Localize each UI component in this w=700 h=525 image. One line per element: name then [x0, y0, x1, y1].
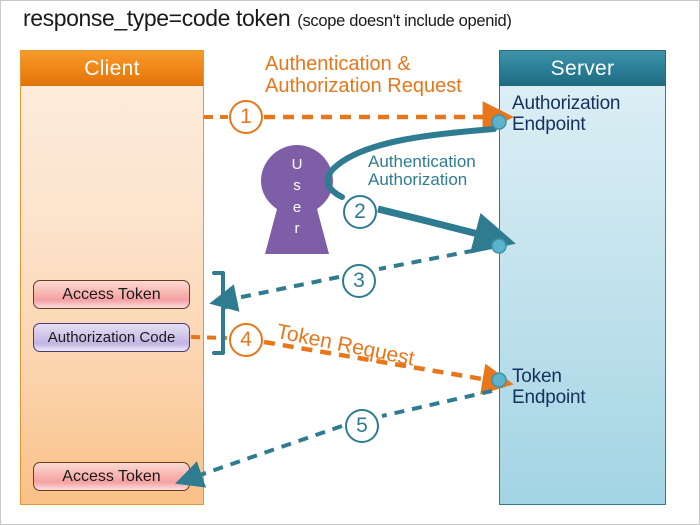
- step-1-badge: 1: [229, 100, 263, 134]
- step-1-label-line1: Authentication &: [265, 53, 411, 75]
- server-box: [499, 50, 666, 505]
- server-header: Server: [499, 50, 666, 86]
- step-2-label-line1: Authentication: [368, 152, 476, 171]
- token-endpoint-label: Token Endpoint: [512, 366, 586, 409]
- authorization-endpoint-line1: Authorization: [512, 93, 621, 114]
- step-2-badge: 2: [343, 195, 377, 229]
- step-2-label-line2: Authorization: [368, 170, 468, 190]
- step-5-arrow: [175, 389, 493, 488]
- title-main-text: response_type=code token: [23, 5, 291, 31]
- page-title: response_type=code token (scope doesn't …: [23, 5, 683, 37]
- access-token-chip-bottom: Access Token: [33, 462, 190, 491]
- step-2-label: Authentication Authorization: [368, 152, 476, 190]
- server-title-label: Server: [550, 56, 615, 80]
- client-box: [20, 50, 204, 505]
- authorization-code-chip: Authorization Code: [33, 323, 190, 352]
- client-title-label: Client: [84, 56, 140, 80]
- step-5-badge: 5: [345, 409, 379, 443]
- access-token-chip-top: Access Token: [33, 280, 190, 309]
- authorization-endpoint-label: Authorization Endpoint: [512, 93, 621, 136]
- title-note-text: (scope doesn't include openid): [297, 12, 512, 30]
- token-endpoint-line1: Token: [512, 366, 562, 387]
- step-1-label: Authentication & Authorization Request: [265, 53, 462, 97]
- token-endpoint-line2: Endpoint: [512, 387, 586, 409]
- user-keyhole-icon: U s e r: [256, 144, 338, 257]
- step-4-label: Token Request: [274, 320, 417, 371]
- step-1-label-line2: Authorization Request: [265, 74, 462, 97]
- step-4-badge: 4: [229, 323, 263, 357]
- client-header: Client: [20, 50, 204, 86]
- authorization-endpoint-line2: Endpoint: [512, 114, 586, 136]
- step-3-badge: 3: [342, 264, 376, 298]
